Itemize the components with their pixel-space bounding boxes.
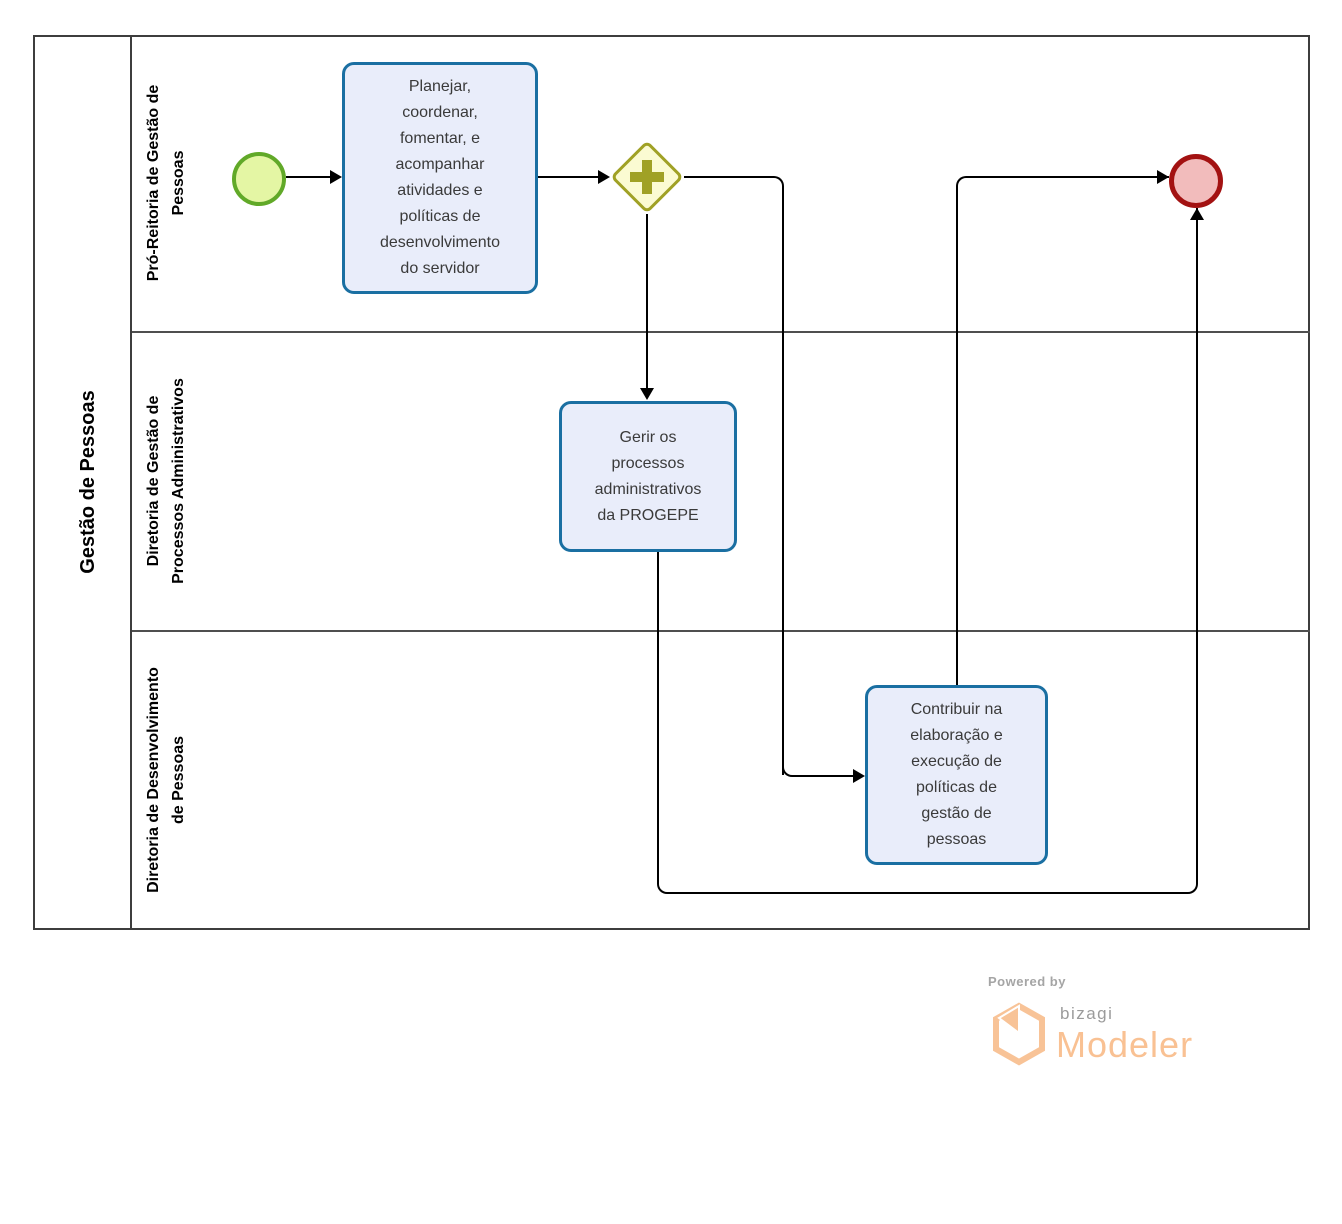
flow-gerir-to-end-segment — [657, 552, 957, 894]
flow-gateway-to-contribuir — [684, 176, 784, 775]
task-label: Gerir os processos administrativos da PR… — [594, 428, 702, 524]
flow-gerir-to-end-segment — [957, 208, 1198, 894]
lane-label-line: Pró-Reitoria de Gestão de — [145, 84, 162, 282]
task-label: Planejar, coordenar, fomentar, e acompan… — [379, 78, 501, 277]
arrowhead-icon — [1190, 208, 1204, 220]
arrowhead-icon — [330, 170, 342, 184]
pool-title: Gestão de Pessoas — [77, 390, 99, 574]
flow-gateway-to-gerir — [646, 214, 648, 390]
arrowhead-icon — [853, 769, 865, 783]
bizagi-brand-text: bizagi — [1060, 1004, 1114, 1023]
task-contribuir-politicas[interactable]: Contribuir na elaboração e execução de p… — [865, 685, 1048, 865]
arrowhead-icon — [598, 170, 610, 184]
lane-divider-1 — [132, 331, 1310, 333]
lane-label-line: de Pessoas — [170, 735, 187, 825]
lane-label-diretoria-processos: Diretoria de Gestão de Processos Adminis… — [141, 351, 191, 611]
arrowhead-icon — [640, 388, 654, 400]
lane-divider-2 — [132, 630, 1310, 632]
start-event[interactable] — [232, 152, 286, 206]
plus-icon — [642, 160, 652, 194]
bizagi-hexagon-icon — [993, 1002, 1045, 1066]
flow-start-to-planejar — [286, 176, 332, 178]
lane-label-line: Diretoria de Gestão de — [145, 395, 162, 567]
arrowhead-icon — [1157, 170, 1169, 184]
flow-gateway-to-contribuir-elbow — [782, 765, 853, 777]
task-gerir-processos[interactable]: Gerir os processos administrativos da PR… — [559, 401, 737, 552]
lane-label-line: Diretoria de Desenvolvimento — [145, 667, 162, 893]
lane-label-diretoria-desenvolvimento: Diretoria de Desenvolvimento de Pessoas — [141, 650, 191, 910]
lane-label-pro-reitoria: Pró-Reitoria de Gestão de Pessoas — [141, 53, 191, 313]
flow-planejar-to-gateway — [538, 176, 598, 178]
end-event[interactable] — [1169, 154, 1223, 208]
task-label: Contribuir na elaboração e execução de p… — [910, 701, 1003, 848]
lane-label-line: Pessoas — [170, 150, 187, 216]
modeler-product-text: Modeler — [1056, 1024, 1194, 1065]
pool-header-divider — [130, 35, 132, 930]
powered-by-text: Powered by — [988, 974, 1066, 989]
flow-contribuir-to-end — [956, 176, 1169, 686]
lane-label-line: Processos Administrativos — [170, 378, 187, 584]
task-planejar-coordenar[interactable]: Planejar, coordenar, fomentar, e acompan… — [342, 62, 538, 294]
